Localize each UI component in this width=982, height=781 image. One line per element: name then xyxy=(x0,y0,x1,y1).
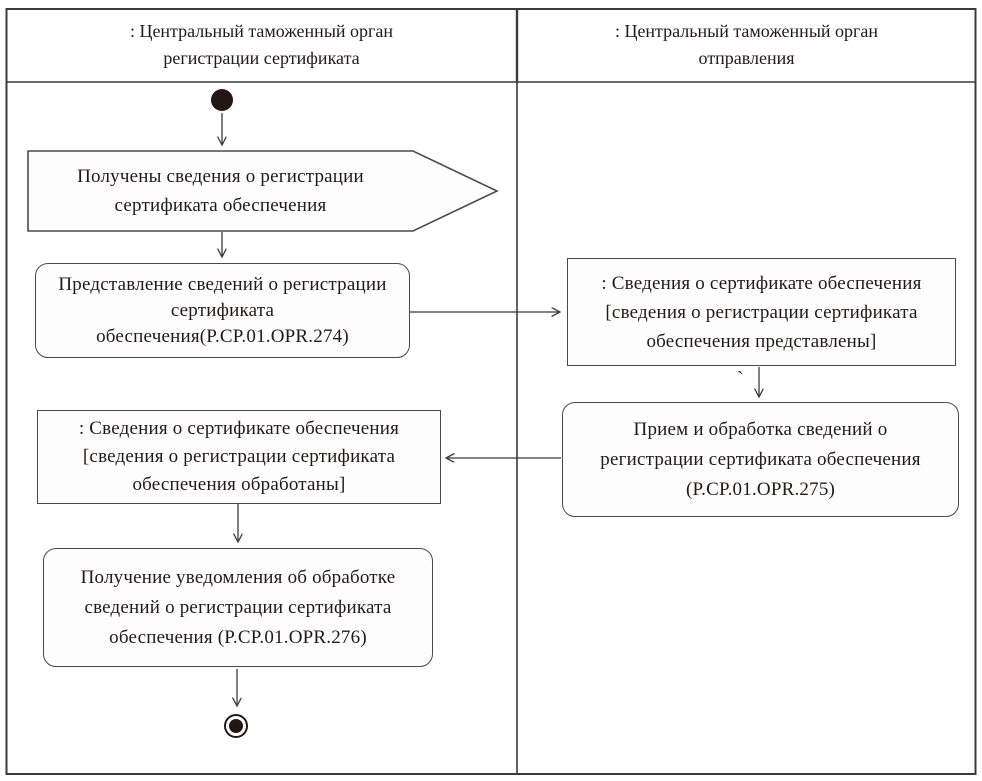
lane-title-line: : Центральный таможенный орган xyxy=(614,21,879,41)
signal-receipt-label: Получены сведения о регистрации сертифик… xyxy=(28,151,413,231)
node-text-line: обеспечения(P.CP.01.OPR.274) xyxy=(96,325,349,347)
action-node-opr276: Получение уведомления об обработке сведе… xyxy=(43,548,433,667)
node-text-line: Прием и обработка сведений о xyxy=(633,418,888,440)
diagram-outer-border xyxy=(5,8,977,775)
node-text-line: Представление сведений о регистрации xyxy=(58,273,387,295)
lane-header-departure-authority: : Центральный таможенный орган отправлен… xyxy=(517,18,976,72)
node-text-line: регистрации сертификата обеспечения xyxy=(600,448,921,470)
action-node-opr275: Прием и обработка сведений о регистрации… xyxy=(562,402,959,517)
lane-title-line: регистрации сертификата xyxy=(163,48,360,68)
node-text-line: (P.CP.01.OPR.275) xyxy=(685,478,836,500)
node-text-line: : Сведения о сертификате обеспечения xyxy=(78,418,400,439)
lane-title-line: отправления xyxy=(698,48,795,68)
node-text-line: обеспечения представлены] xyxy=(646,330,877,352)
final-node-core xyxy=(229,719,243,733)
node-text-line: сертификата обеспечения xyxy=(114,195,327,216)
node-text-line: [сведения о регистрации сертификата xyxy=(605,301,918,323)
lane-title-line: : Центральный таможенный орган xyxy=(129,21,394,41)
node-text-line: сведений о регистрации сертификата xyxy=(84,596,392,618)
node-text-line: Получены сведения о регистрации xyxy=(77,166,364,187)
node-text-line: обеспечения обработаны] xyxy=(132,474,346,495)
object-node-processed: : Сведения о сертификате обеспечения [св… xyxy=(37,410,441,504)
object-node-presented: : Сведения о сертификате обеспечения [св… xyxy=(567,258,956,366)
node-text-line: [сведения о регистрации сертификата xyxy=(82,446,396,467)
node-text-line: обеспечения (P.CP.01.OPR.276) xyxy=(109,626,367,648)
tick-annotation: ` xyxy=(737,368,744,390)
lane-header-registration-authority: : Центральный таможенный орган регистрац… xyxy=(6,18,517,72)
initial-node xyxy=(211,89,233,111)
node-text-line: : Сведения о сертификате обеспечения xyxy=(601,272,922,294)
signal-receipt-shape xyxy=(27,150,499,232)
node-text-line: Получение уведомления об обработке xyxy=(80,566,396,588)
action-node-opr274: Представление сведений о регистрации сер… xyxy=(35,263,410,358)
node-text-line: сертификата xyxy=(170,299,275,321)
